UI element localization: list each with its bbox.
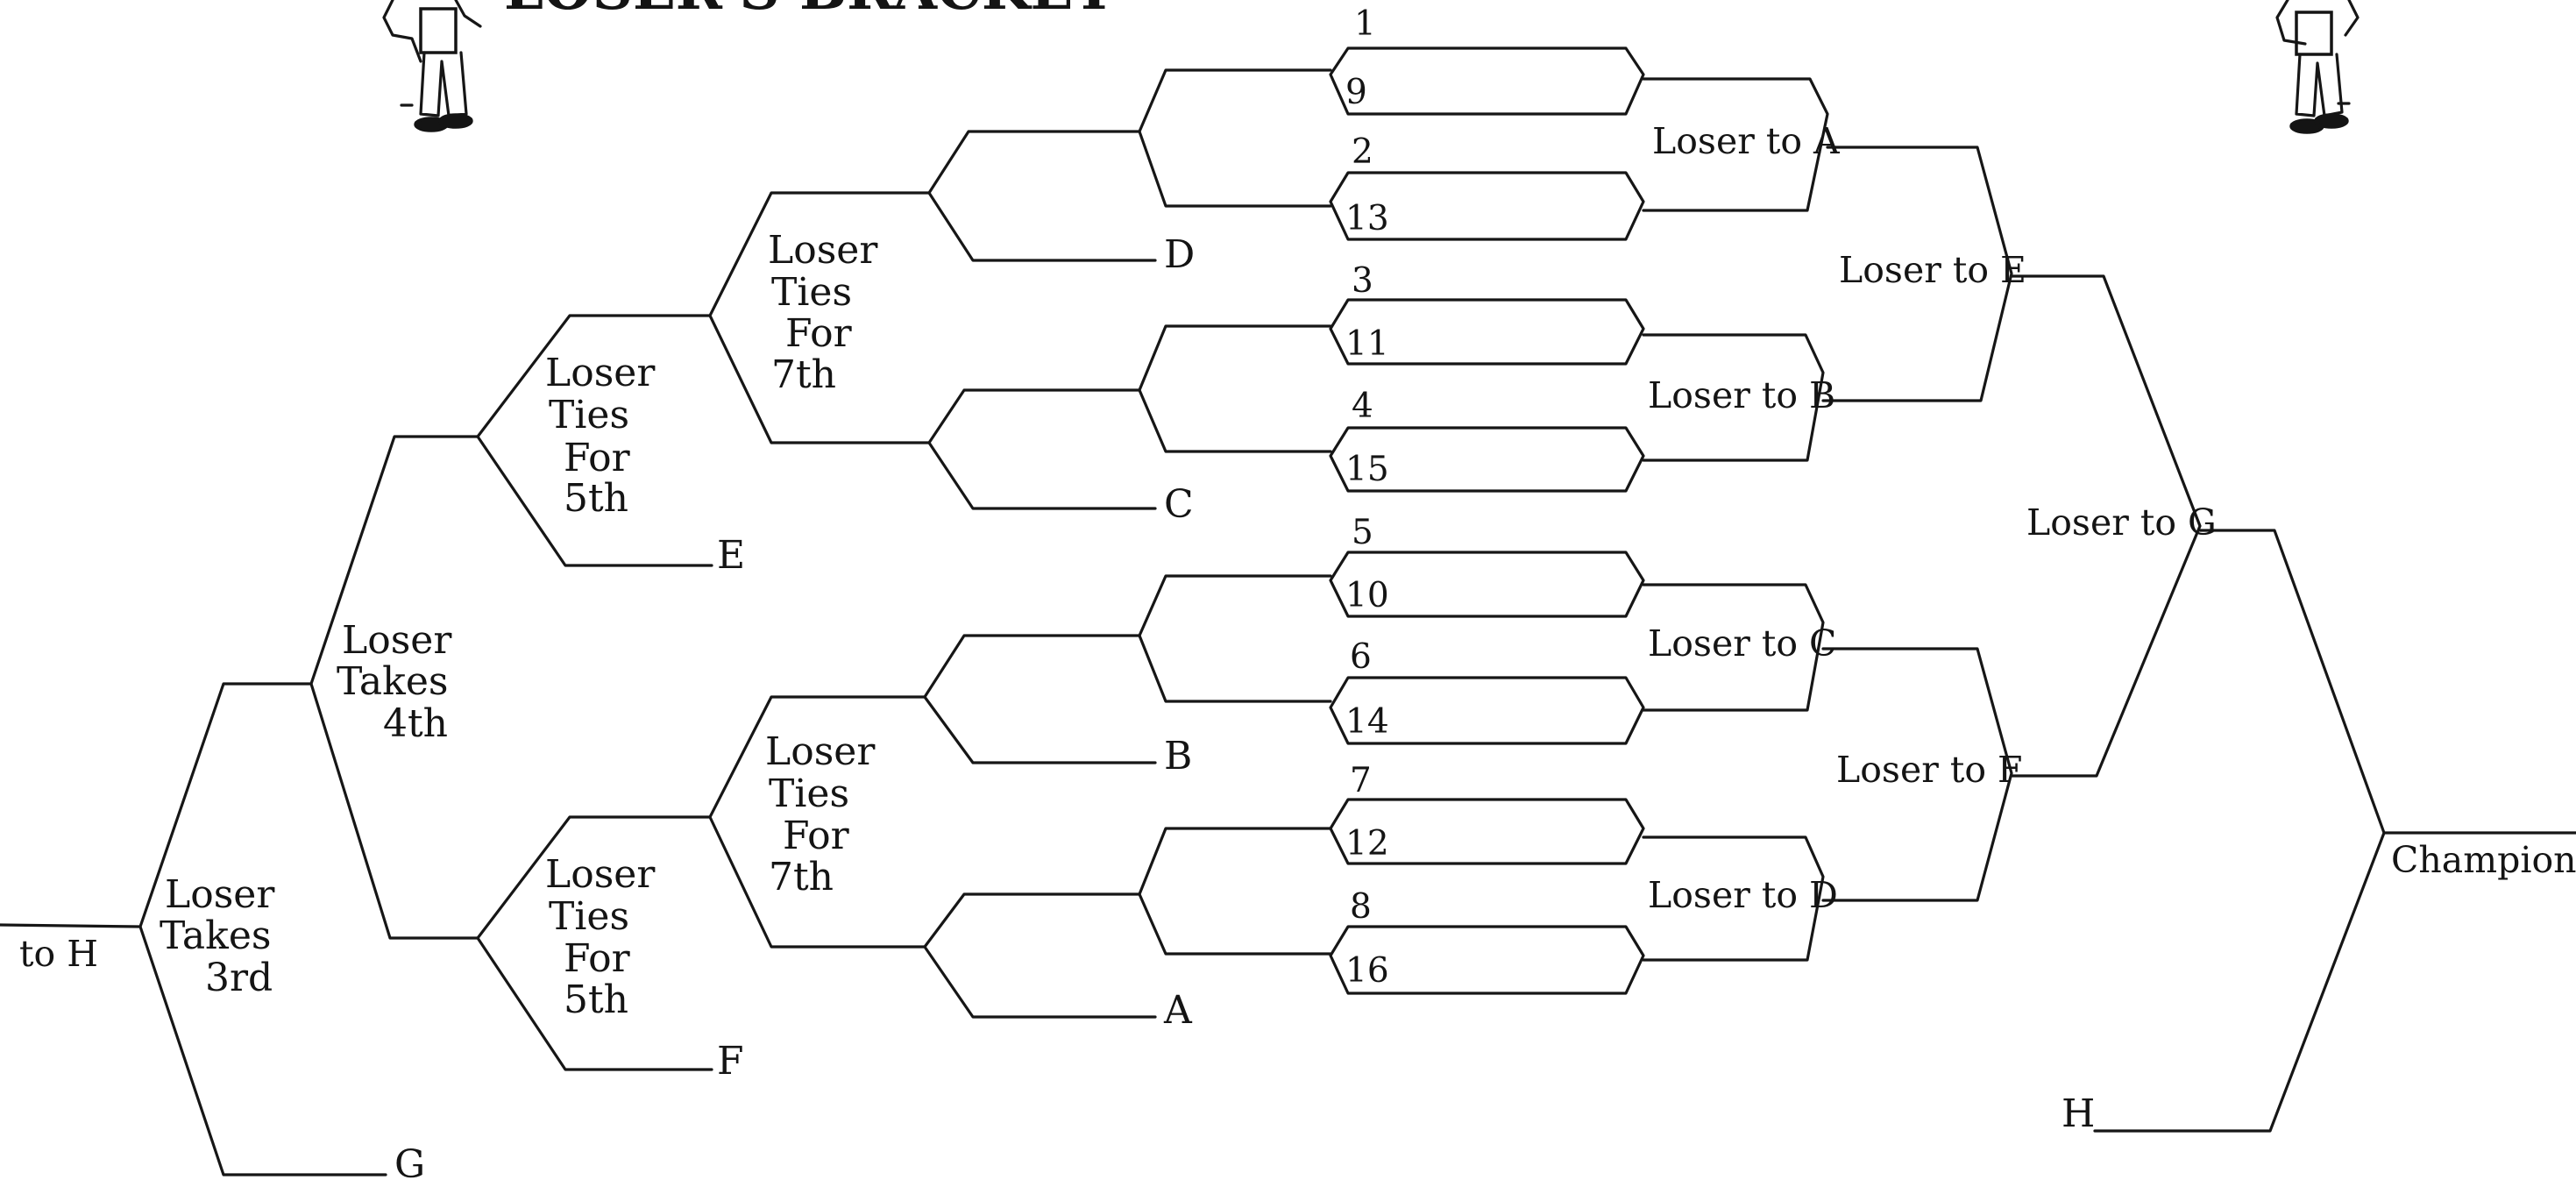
label-loser-to-a: Loser to A (1652, 120, 1841, 162)
label-champion: Champion (2391, 839, 2576, 881)
right-labels: Loser to A Loser to B Loser to C Loser t… (1648, 120, 2576, 1136)
ties-5th-bottom-line2: Ties (549, 894, 629, 939)
entry-letter-f: F (717, 1039, 744, 1084)
ties-7th-top-line3: For (785, 311, 853, 356)
label-to-h: to H (19, 933, 98, 975)
pod-2-13 (1329, 171, 1645, 241)
cartoon-figure-right-icon (2275, 0, 2360, 134)
entry-letter-c: C (1164, 482, 1194, 527)
seed-8: 8 (1350, 887, 1372, 927)
ties-5th-top-line2: Ties (549, 393, 629, 437)
letter-h: H (2062, 1091, 2095, 1136)
seed-9: 9 (1345, 73, 1367, 112)
pod-3-11 (1329, 298, 1645, 366)
ties-5th-bottom-line3: For (564, 936, 631, 981)
ties-5th-bottom-line1: Loser (545, 852, 656, 897)
seed-15: 15 (1345, 450, 1389, 489)
seed-10: 10 (1345, 576, 1389, 615)
entry-letters: D C B A E F G (394, 232, 1195, 1180)
label-loser-to-d: Loser to D (1648, 874, 1838, 916)
entry-letter-e: E (717, 533, 745, 578)
ties-7th-bottom-line4: 7th (769, 855, 834, 899)
entry-letter-a: A (1163, 988, 1193, 1033)
seed-2: 2 (1352, 132, 1373, 172)
ties-5th-top-line1: Loser (545, 351, 656, 395)
first-round-pods (1329, 46, 1645, 995)
pod-8-16 (1329, 925, 1645, 995)
seed-5: 5 (1352, 513, 1373, 552)
seed-7: 7 (1350, 761, 1372, 800)
seed-1: 1 (1354, 4, 1376, 44)
pod-6-14 (1329, 676, 1645, 745)
seed-12: 12 (1345, 824, 1389, 864)
takes-3rd-line2: Takes (160, 913, 271, 958)
ties-7th-top-line4: 7th (771, 352, 836, 397)
bracket-title: LOSER'S BRACKET (504, 0, 1115, 23)
left-labels: Loser Ties For 7th Loser Ties For 7th Lo… (19, 228, 878, 1022)
label-loser-to-b: Loser to B (1648, 374, 1835, 416)
pod-5-10 (1329, 551, 1645, 618)
ties-7th-bottom-line3: For (783, 814, 850, 858)
ties-5th-bottom-line4: 5th (564, 977, 628, 1022)
takes-3rd-line1: Loser (165, 872, 275, 917)
entry-letter-b: B (1164, 734, 1192, 778)
seed-4: 4 (1352, 387, 1373, 426)
takes-4th-line2: Takes (337, 659, 448, 704)
seed-3: 3 (1352, 261, 1373, 301)
label-loser-to-f: Loser to F (1836, 749, 2023, 791)
entry-letter-g: G (394, 1142, 425, 1180)
seed-numbers: 1 9 2 13 3 11 4 15 5 10 6 14 7 12 8 16 (1345, 4, 1389, 991)
label-loser-to-g: Loser to G (2026, 501, 2217, 544)
label-loser-to-c: Loser to C (1648, 622, 1836, 665)
label-loser-to-e: Loser to E (1839, 249, 2026, 291)
seed-11: 11 (1345, 324, 1389, 364)
ties-7th-bottom-line2: Ties (769, 771, 849, 816)
ties-7th-top-line1: Loser (768, 228, 878, 273)
left-bracket-explicit (0, 68, 1332, 1176)
pod-1-9 (1329, 46, 1645, 116)
right-bracket-lines (1642, 77, 2576, 1133)
seed-6: 6 (1350, 637, 1372, 677)
takes-3rd-line3: 3rd (205, 956, 273, 1000)
entry-letter-d: D (1164, 232, 1195, 277)
takes-4th-line3: 4th (383, 701, 448, 746)
seed-14: 14 (1345, 702, 1389, 742)
takes-4th-line1: Loser (342, 618, 452, 663)
pod-4-15 (1329, 426, 1645, 493)
seed-16: 16 (1345, 951, 1389, 991)
ties-7th-top-line2: Ties (771, 270, 852, 315)
seed-13: 13 (1345, 199, 1389, 238)
ties-7th-bottom-line1: Loser (765, 729, 876, 774)
ties-5th-top-line4: 5th (564, 476, 628, 521)
cartoon-figure-left-icon (382, 0, 482, 132)
ties-5th-top-line3: For (564, 436, 631, 480)
pod-7-12 (1329, 798, 1645, 865)
